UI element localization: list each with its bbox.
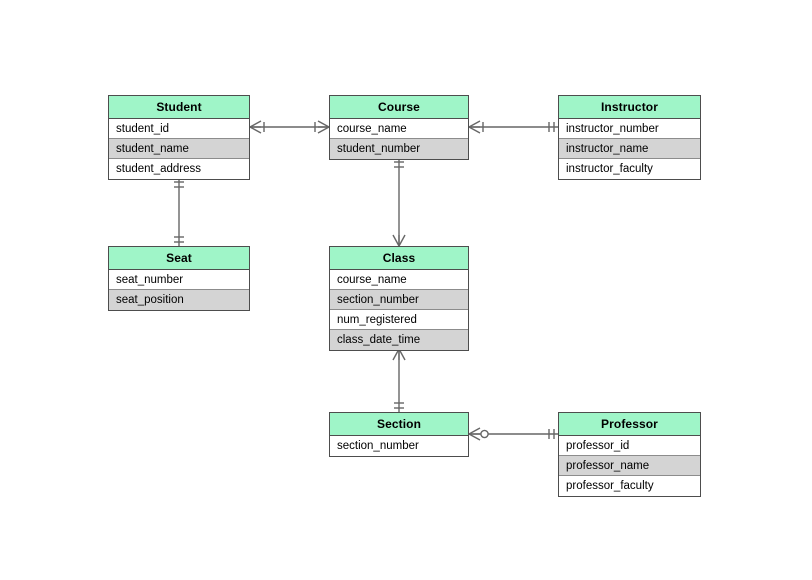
attribute-row[interactable]: instructor_number <box>559 119 700 139</box>
attribute-row[interactable]: professor_name <box>559 456 700 476</box>
attribute-row[interactable]: seat_number <box>109 270 249 290</box>
attribute-row[interactable]: course_name <box>330 270 468 290</box>
attribute-row[interactable]: instructor_name <box>559 139 700 159</box>
entity-title-professor: Professor <box>559 413 700 436</box>
entity-title-student: Student <box>109 96 249 119</box>
attribute-row[interactable]: professor_faculty <box>559 476 700 496</box>
attribute-row[interactable]: instructor_faculty <box>559 159 700 179</box>
entity-title-class: Class <box>330 247 468 270</box>
attribute-row[interactable]: num_registered <box>330 310 468 330</box>
attribute-row[interactable]: class_date_time <box>330 330 468 350</box>
entity-title-seat: Seat <box>109 247 249 270</box>
attribute-row[interactable]: section_number <box>330 290 468 310</box>
attribute-row[interactable]: seat_position <box>109 290 249 310</box>
attribute-row[interactable]: student_address <box>109 159 249 179</box>
attribute-row[interactable]: section_number <box>330 436 468 456</box>
attribute-row[interactable]: professor_id <box>559 436 700 456</box>
entity-title-section: Section <box>330 413 468 436</box>
attribute-row[interactable]: student_name <box>109 139 249 159</box>
attribute-row[interactable]: course_name <box>330 119 468 139</box>
entity-title-course: Course <box>330 96 468 119</box>
attribute-row[interactable]: student_number <box>330 139 468 159</box>
entity-title-instructor: Instructor <box>559 96 700 119</box>
attribute-row[interactable]: student_id <box>109 119 249 139</box>
